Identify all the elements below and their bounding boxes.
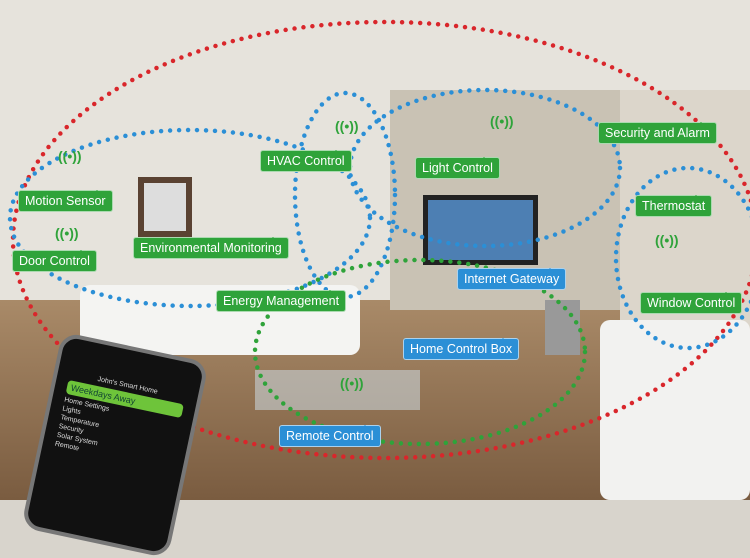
motion-sensor-label: Motion Sensor <box>18 190 113 212</box>
environmental-monitoring-label: Environmental Monitoring <box>133 237 289 259</box>
wifi-icon: ((•)) <box>335 118 359 134</box>
wifi-icon: ((•)) <box>490 113 514 129</box>
red-network-ring <box>10 19 750 461</box>
security-alarm-label: Security and Alarm <box>598 122 717 144</box>
light-control-label: Light Control <box>415 157 500 179</box>
wifi-icon: ((•)) <box>340 375 364 391</box>
window-control-label: Window Control <box>640 292 743 314</box>
door-control-label: Door Control <box>12 250 97 272</box>
blue-left-ring <box>7 127 373 309</box>
blue-right-ring <box>613 165 750 351</box>
wifi-icon: ((•)) <box>55 225 79 241</box>
wifi-icon: ((•)) <box>655 232 679 248</box>
green-center-ring <box>252 257 588 447</box>
blue-hvac-ring <box>292 90 398 300</box>
hvac-control-label: HVAC Control <box>260 150 352 172</box>
wifi-icon: ((•)) <box>58 148 82 164</box>
internet-gateway-label: Internet Gateway <box>457 268 567 290</box>
energy-management-label: Energy Management <box>216 290 347 312</box>
home-control-box-label: Home Control Box <box>403 338 520 360</box>
room-background <box>0 0 750 500</box>
thermostat-label: Thermostat <box>635 195 713 217</box>
remote-control-label: Remote Control <box>279 425 381 447</box>
